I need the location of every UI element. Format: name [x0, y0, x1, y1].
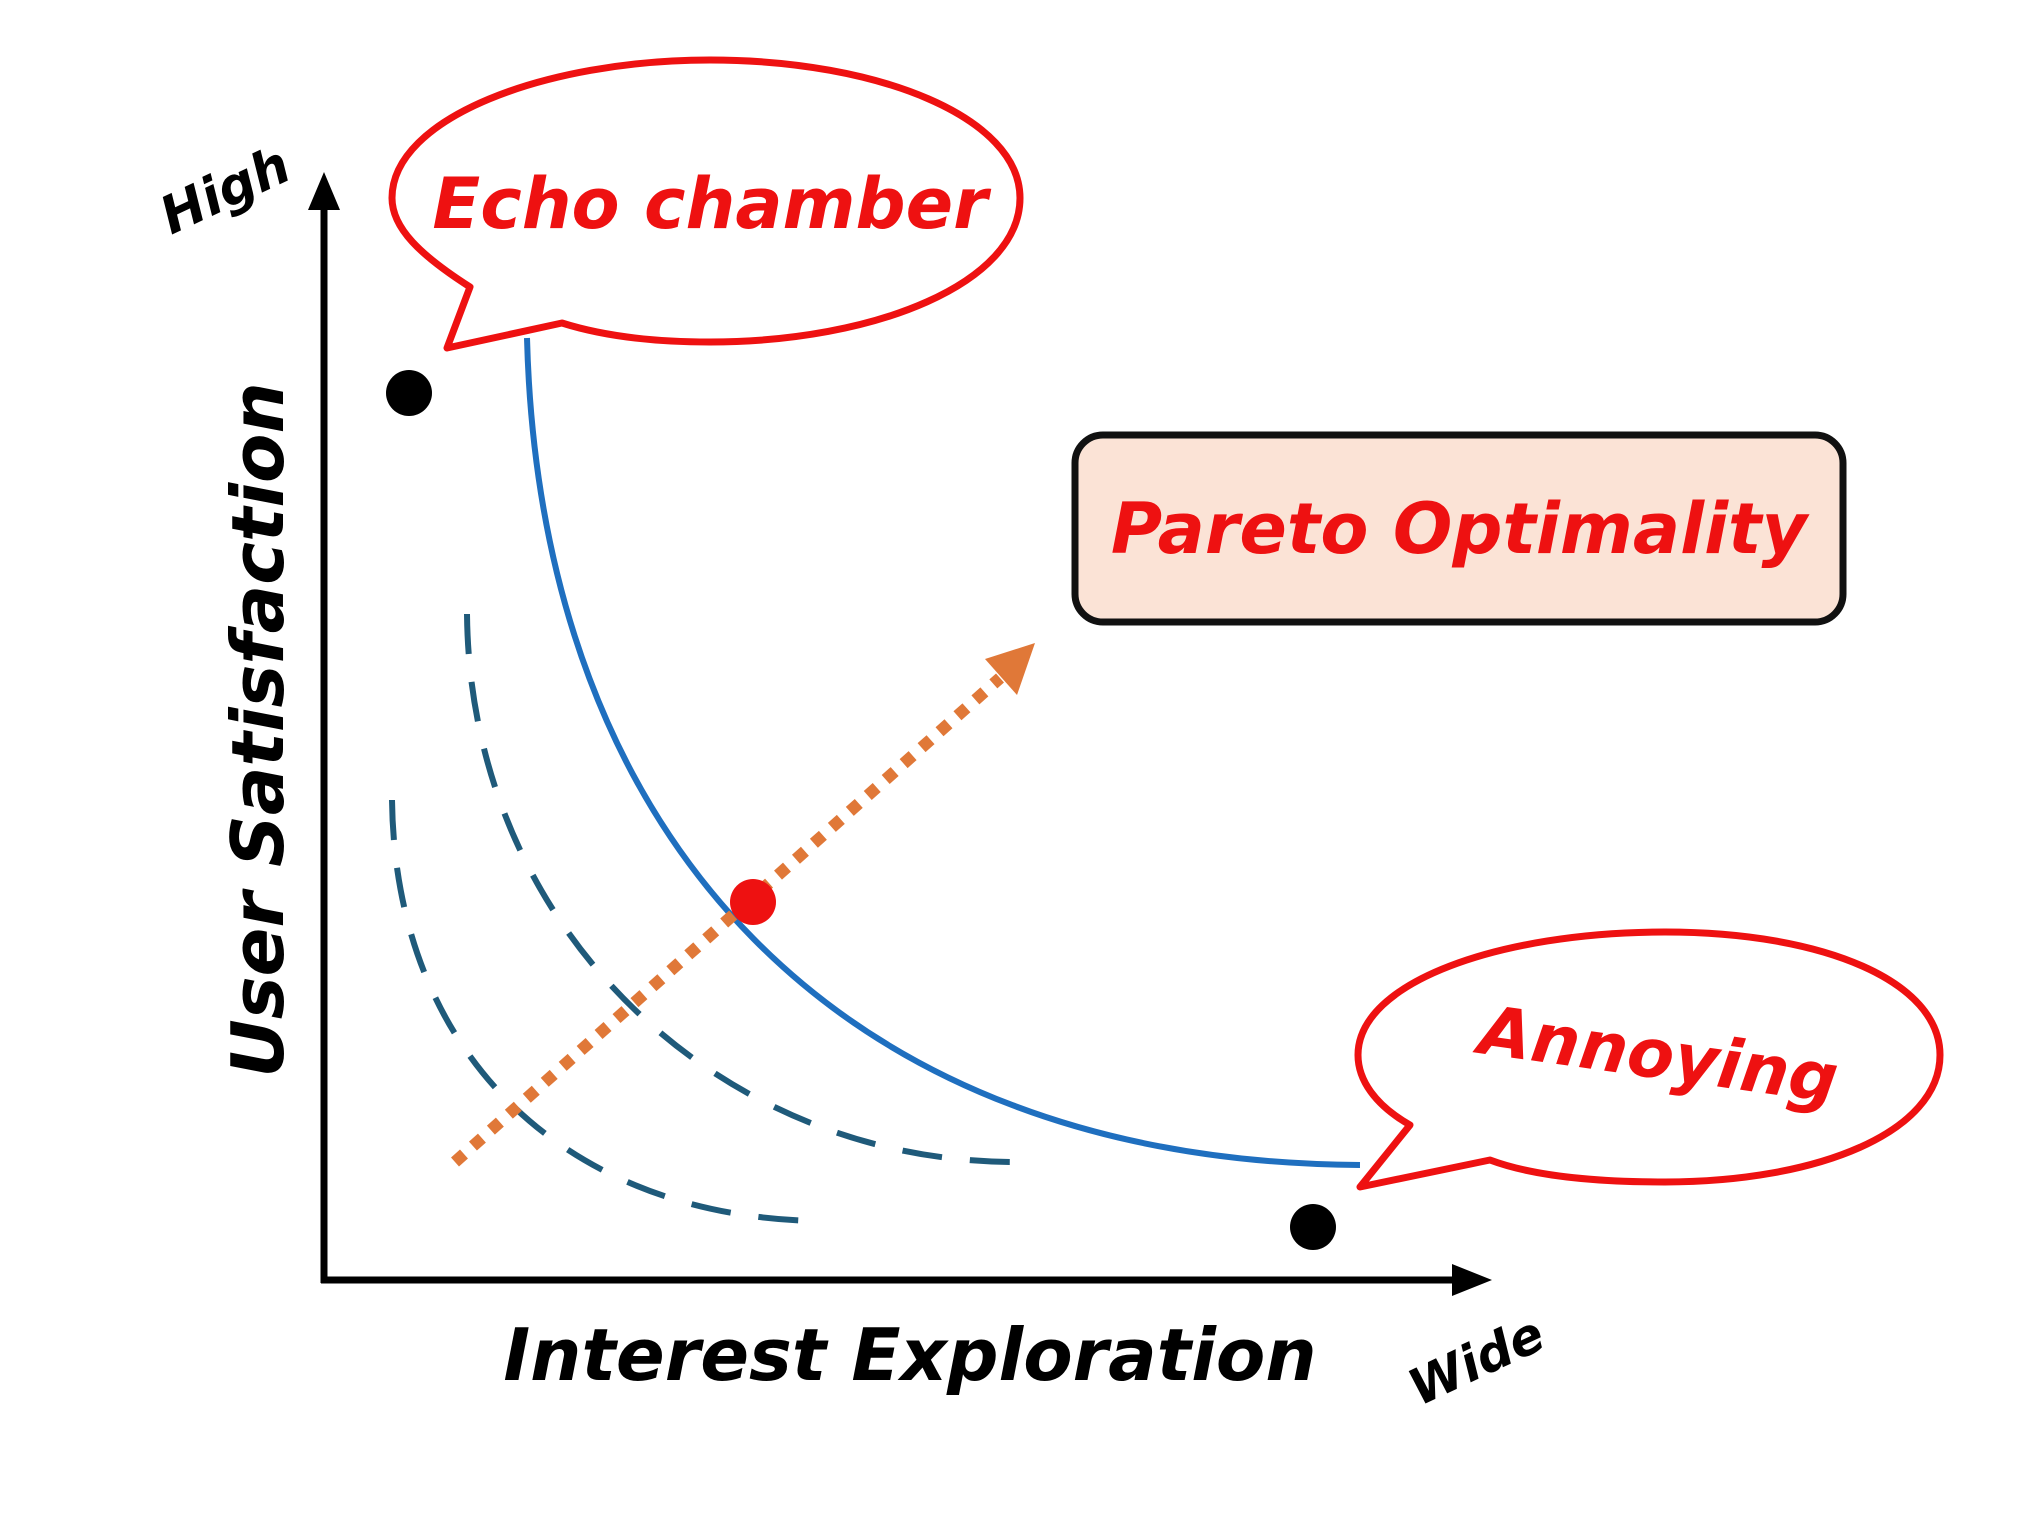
axes: [308, 172, 1492, 1296]
echo-chamber-callout: Echo chamber: [388, 56, 1024, 352]
pareto-frontier-curve: [524, 337, 1361, 1168]
annoying-bubble: [1354, 928, 1944, 1191]
pareto-optimality-box: Pareto Optimality: [1071, 431, 1847, 626]
extreme-point-wide-exploration: [1290, 1204, 1336, 1250]
y-axis-title: User Satisfaction: [216, 382, 300, 1078]
pareto-optimality-label: Pareto Optimality: [1111, 488, 1811, 570]
optimal-point: [730, 879, 776, 925]
improvement-arrow-head: [985, 643, 1035, 695]
extreme-point-high-satisfaction: [386, 370, 432, 416]
dominated-curve-inner: [389, 799, 816, 1224]
echo-chamber-bubble: [388, 56, 1024, 352]
y-axis-arrowhead: [308, 172, 340, 210]
pareto-optimality-box-frame: [1071, 431, 1847, 626]
x-axis-arrowhead: [1452, 1264, 1492, 1296]
y-axis-end-label: High: [151, 135, 299, 247]
x-axis-end-label: Wide: [1400, 1305, 1553, 1418]
dominated-curve-outer: [464, 613, 1016, 1165]
annoying-callout: Annoying: [1354, 928, 1944, 1191]
x-axis-title: Interest Exploration: [503, 1313, 1316, 1397]
improvement-arrow-line: [451, 673, 1004, 1167]
echo-chamber-label: Echo chamber: [432, 163, 992, 245]
